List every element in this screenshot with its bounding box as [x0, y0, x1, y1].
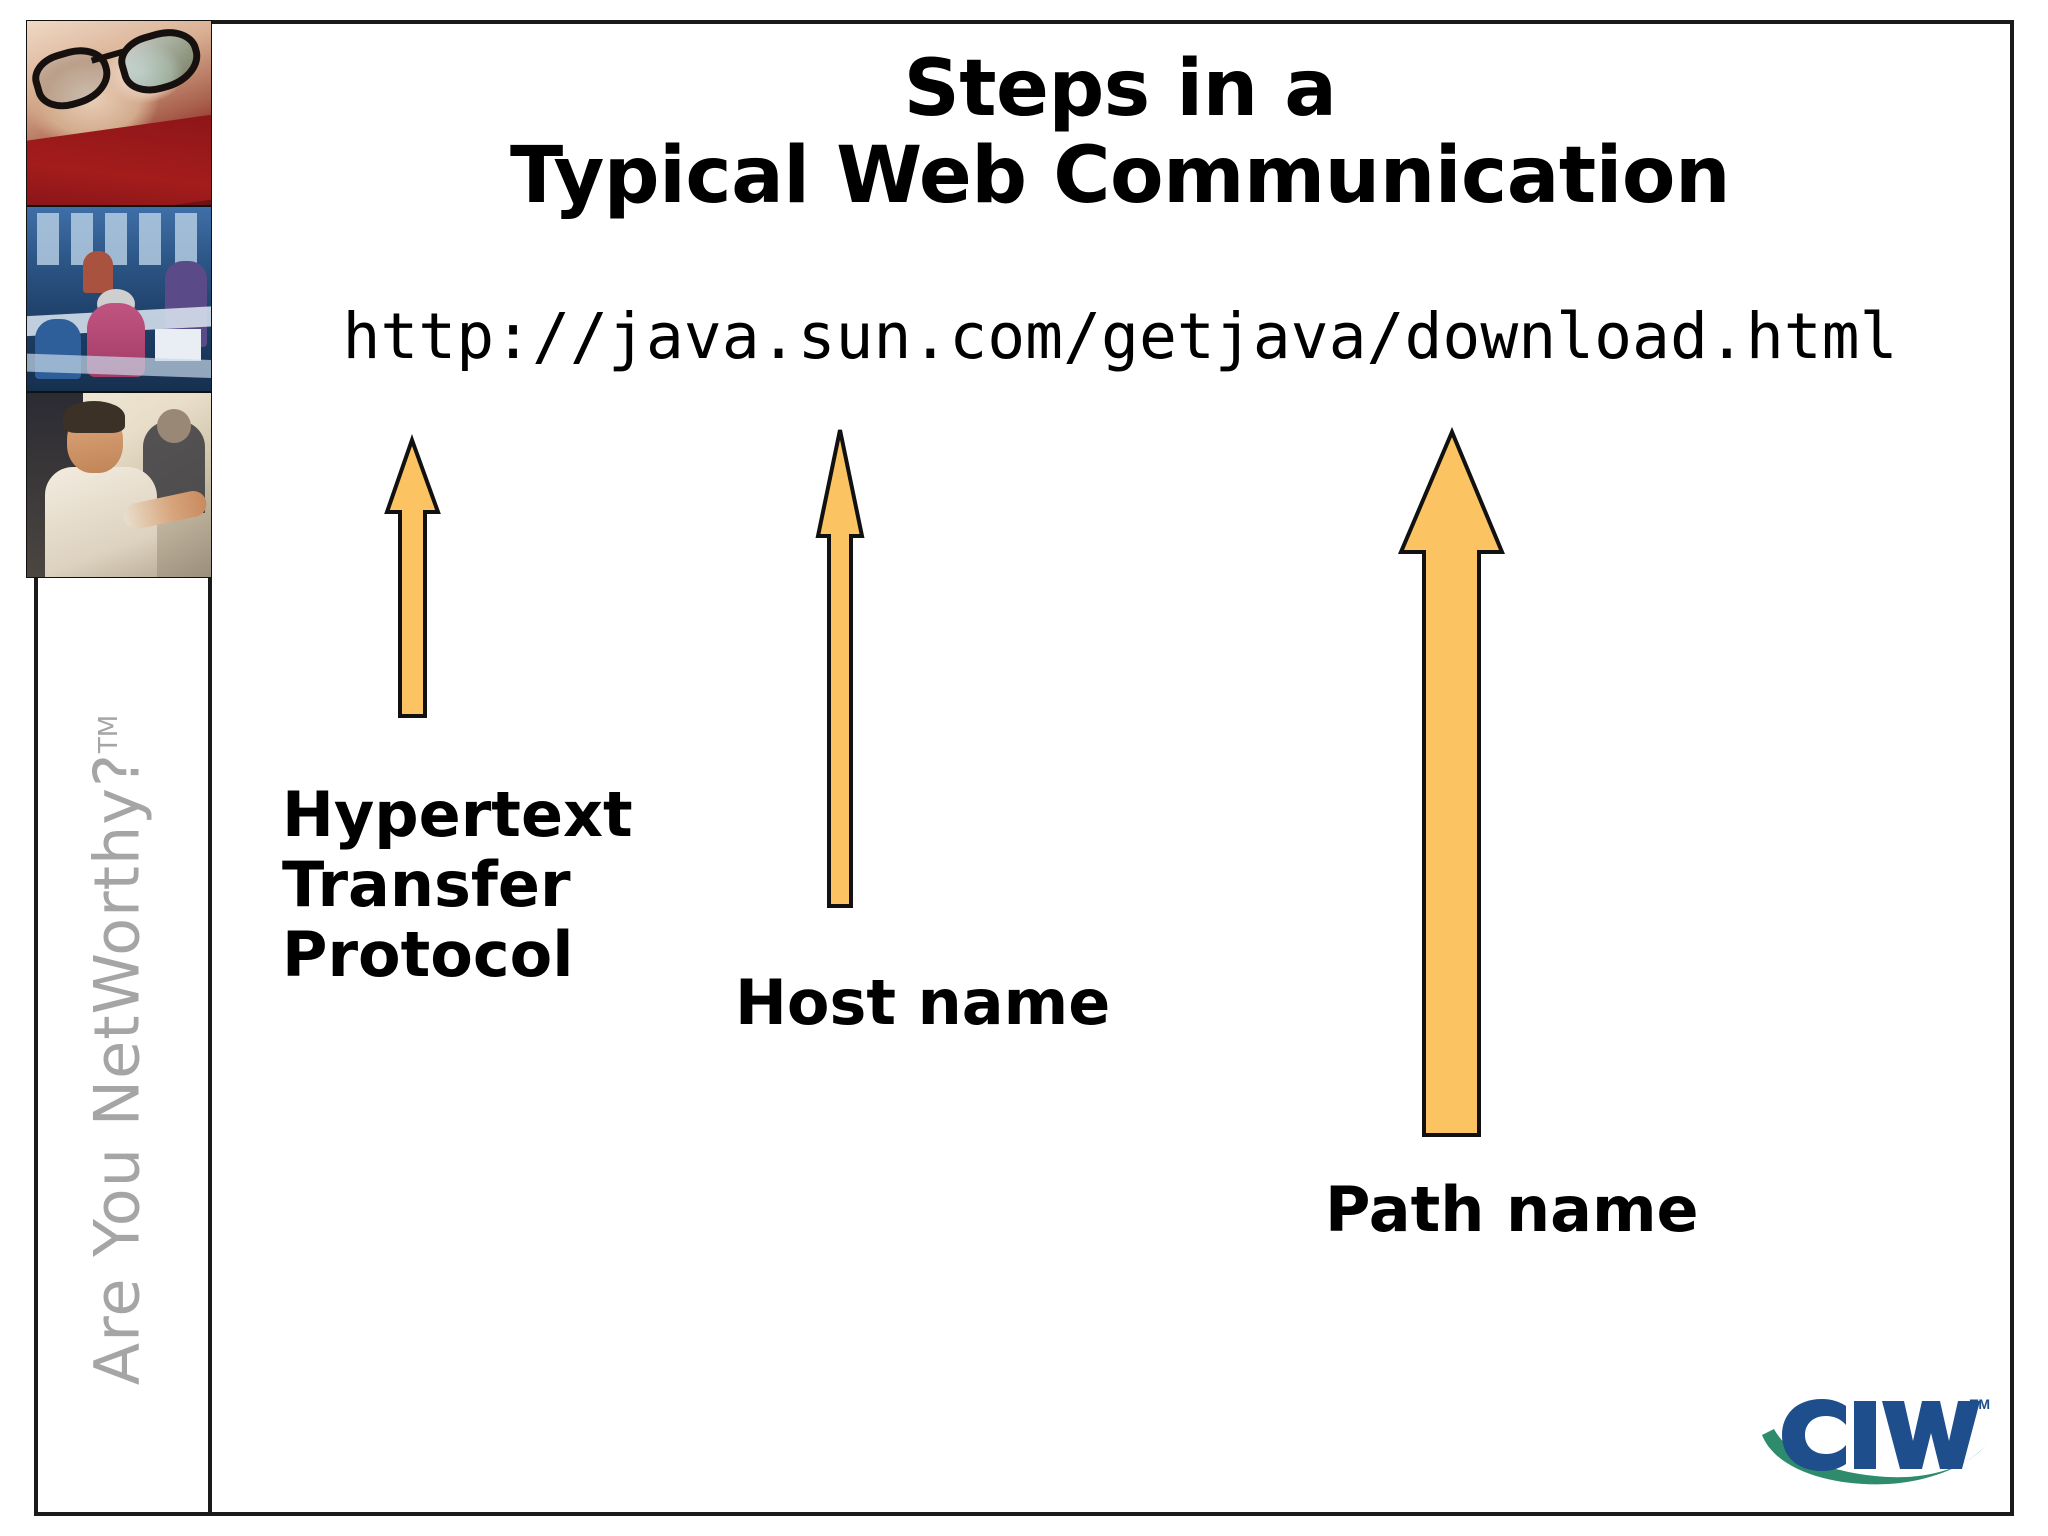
ciw-logo: TM [1762, 1396, 1990, 1485]
page-title: Steps in a Typical Web Communication [260, 44, 1980, 222]
title-line-1: Steps in a [903, 44, 1337, 134]
slide-border [34, 20, 2014, 1516]
student-reaching-photo [26, 392, 212, 578]
sidebar-photo-strip [26, 20, 212, 592]
sidebar-tagline: Are You NetWorthy?TM [26, 600, 208, 1500]
callout-label-protocol: Hypertext Transfer Protocol [282, 778, 633, 992]
box-shape [155, 329, 201, 361]
example-url-text: http://java.sun.com/getjava/download.htm… [342, 300, 1898, 373]
callout-label-path-name: Path name [1325, 1173, 1699, 1246]
title-line-2: Typical Web Communication [510, 131, 1730, 222]
person-hair-shape [63, 401, 125, 433]
sidebar-divider [208, 20, 212, 1516]
tagline-label: Are You NetWorthy? [80, 753, 154, 1386]
window-pane [175, 213, 197, 265]
tagline-trademark: TM [93, 714, 124, 754]
callout-label-host-name: Host name [735, 966, 1111, 1039]
background-person-head [157, 409, 191, 443]
window-pane [105, 213, 127, 265]
ciw-wordmark [1782, 1399, 1980, 1471]
ciw-trademark: TM [1970, 1396, 1990, 1412]
window-pane [139, 213, 161, 265]
classroom-workshop-photo [26, 206, 212, 392]
window-pane [37, 213, 59, 265]
sidebar-tagline-text: Are You NetWorthy?TM [81, 715, 154, 1385]
person-shape [83, 251, 113, 293]
student-with-glasses-photo [26, 20, 212, 206]
window-pane [71, 213, 93, 265]
